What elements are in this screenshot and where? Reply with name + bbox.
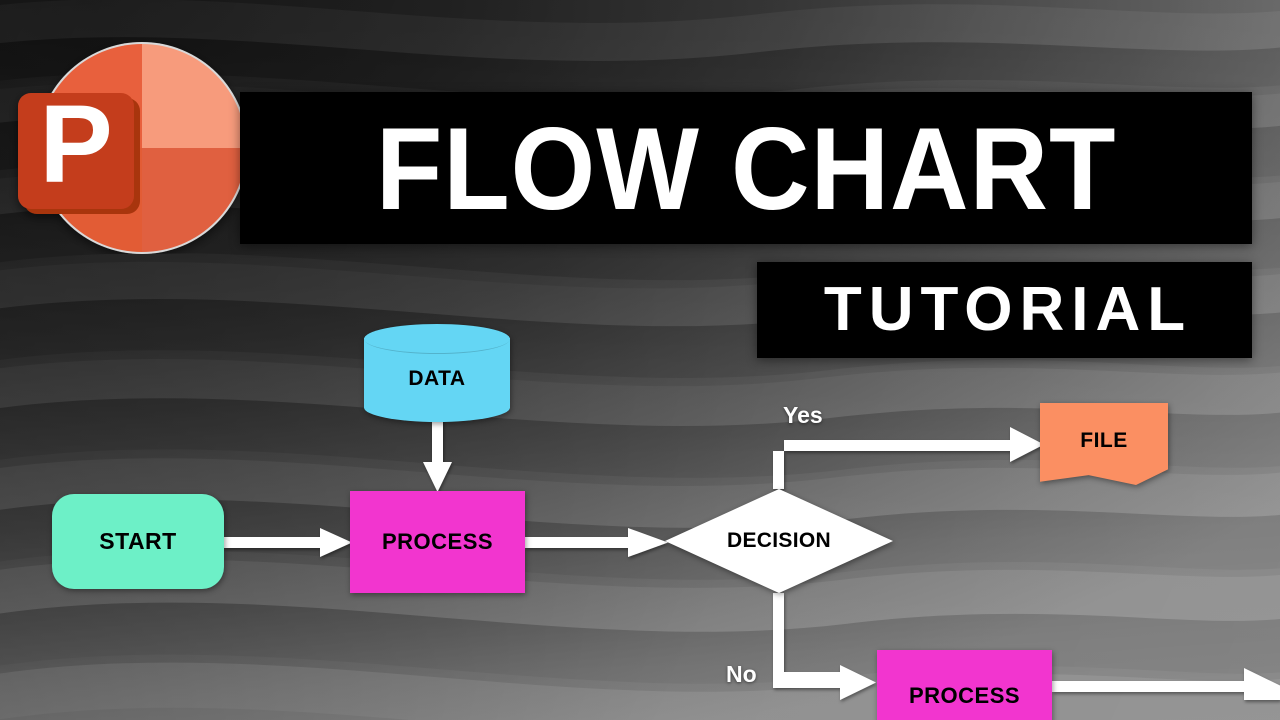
edge-data-to-process <box>423 410 452 492</box>
page-title: FLOW CHART <box>375 102 1117 234</box>
edge-label-yes: Yes <box>783 402 823 428</box>
cylinder-top <box>364 324 510 354</box>
cylinder-bottom <box>364 393 510 422</box>
flow-node-process-2[interactable]: PROCESS <box>877 650 1052 720</box>
edge-decision-to-file-yes <box>773 427 1044 489</box>
flow-node-data[interactable]: DATA <box>364 324 510 422</box>
flow-node-process-2-label: PROCESS <box>908 683 1021 708</box>
flow-node-start[interactable]: START <box>52 494 224 589</box>
edge-process2-to-offpage <box>1052 668 1280 700</box>
flow-node-start-label: START <box>99 528 177 554</box>
flow-node-process-1[interactable]: PROCESS <box>350 491 525 593</box>
edge-no-vertical <box>773 593 784 683</box>
powerpoint-logo-icon: P <box>18 42 248 254</box>
powerpoint-logo-letter: P <box>39 83 112 206</box>
diamond-shape <box>665 489 893 593</box>
flow-node-decision[interactable]: DECISION <box>665 489 893 593</box>
page-subtitle: TUTORIAL <box>823 275 1193 344</box>
flow-node-file[interactable]: FILE <box>1040 403 1168 485</box>
flow-node-process-1-label: PROCESS <box>381 529 494 554</box>
edge-decision-to-process-no <box>773 593 876 700</box>
edge-start-to-process <box>224 528 352 557</box>
edge-process-to-decision <box>525 528 668 557</box>
title-banner-sub: TUTORIAL <box>757 262 1252 358</box>
document-shape <box>1040 403 1168 485</box>
edge-no-horizontal <box>773 672 843 683</box>
edge-label-no: No <box>726 661 757 687</box>
title-banner-main: FLOW CHART <box>240 92 1252 244</box>
